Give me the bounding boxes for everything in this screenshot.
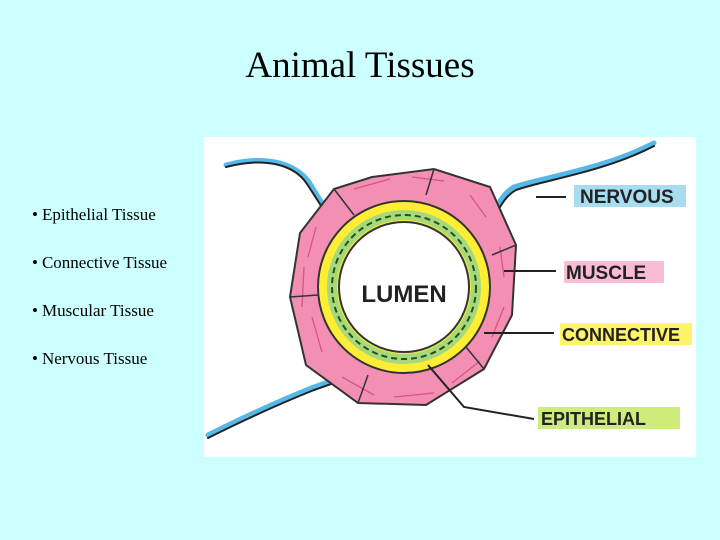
muscle-fiber-lines (301, 176, 505, 398)
slide-title: Animal Tissues (245, 45, 475, 86)
tissue-bullet-list: Epithelial Tissue Connective Tissue Musc… (32, 203, 167, 395)
lumen (338, 221, 470, 353)
epithelial-cell-borders (331, 214, 477, 360)
lumen-label: LUMEN (361, 281, 446, 308)
leader-lines (427, 196, 566, 420)
muscle-segment-lines (289, 168, 517, 404)
connective-label-highlight (560, 323, 692, 345)
tissue-diagram: LUMEN NERVOUS MUSCLE CONNECTIVE EPITHELI… (204, 137, 696, 457)
epithelial-label: EPITHELIAL (541, 409, 646, 429)
nervous-label-highlight (574, 185, 686, 207)
bullet-connective: Connective Tissue (32, 251, 167, 299)
muscle-label: MUSCLE (566, 263, 646, 284)
muscle-label-highlight (564, 261, 664, 283)
leader-epithelial (427, 364, 535, 420)
tissue-diagram-svg: LUMEN NERVOUS MUSCLE CONNECTIVE EPITHELI… (204, 137, 696, 457)
nervous-label: NERVOUS (580, 187, 674, 208)
epithelial-label-highlight (538, 407, 680, 429)
bullet-nervous: Nervous Tissue (32, 347, 167, 395)
bullet-epithelial: Epithelial Tissue (32, 203, 167, 251)
connective-label: CONNECTIVE (562, 325, 680, 345)
bullet-muscular: Muscular Tissue (32, 299, 167, 347)
